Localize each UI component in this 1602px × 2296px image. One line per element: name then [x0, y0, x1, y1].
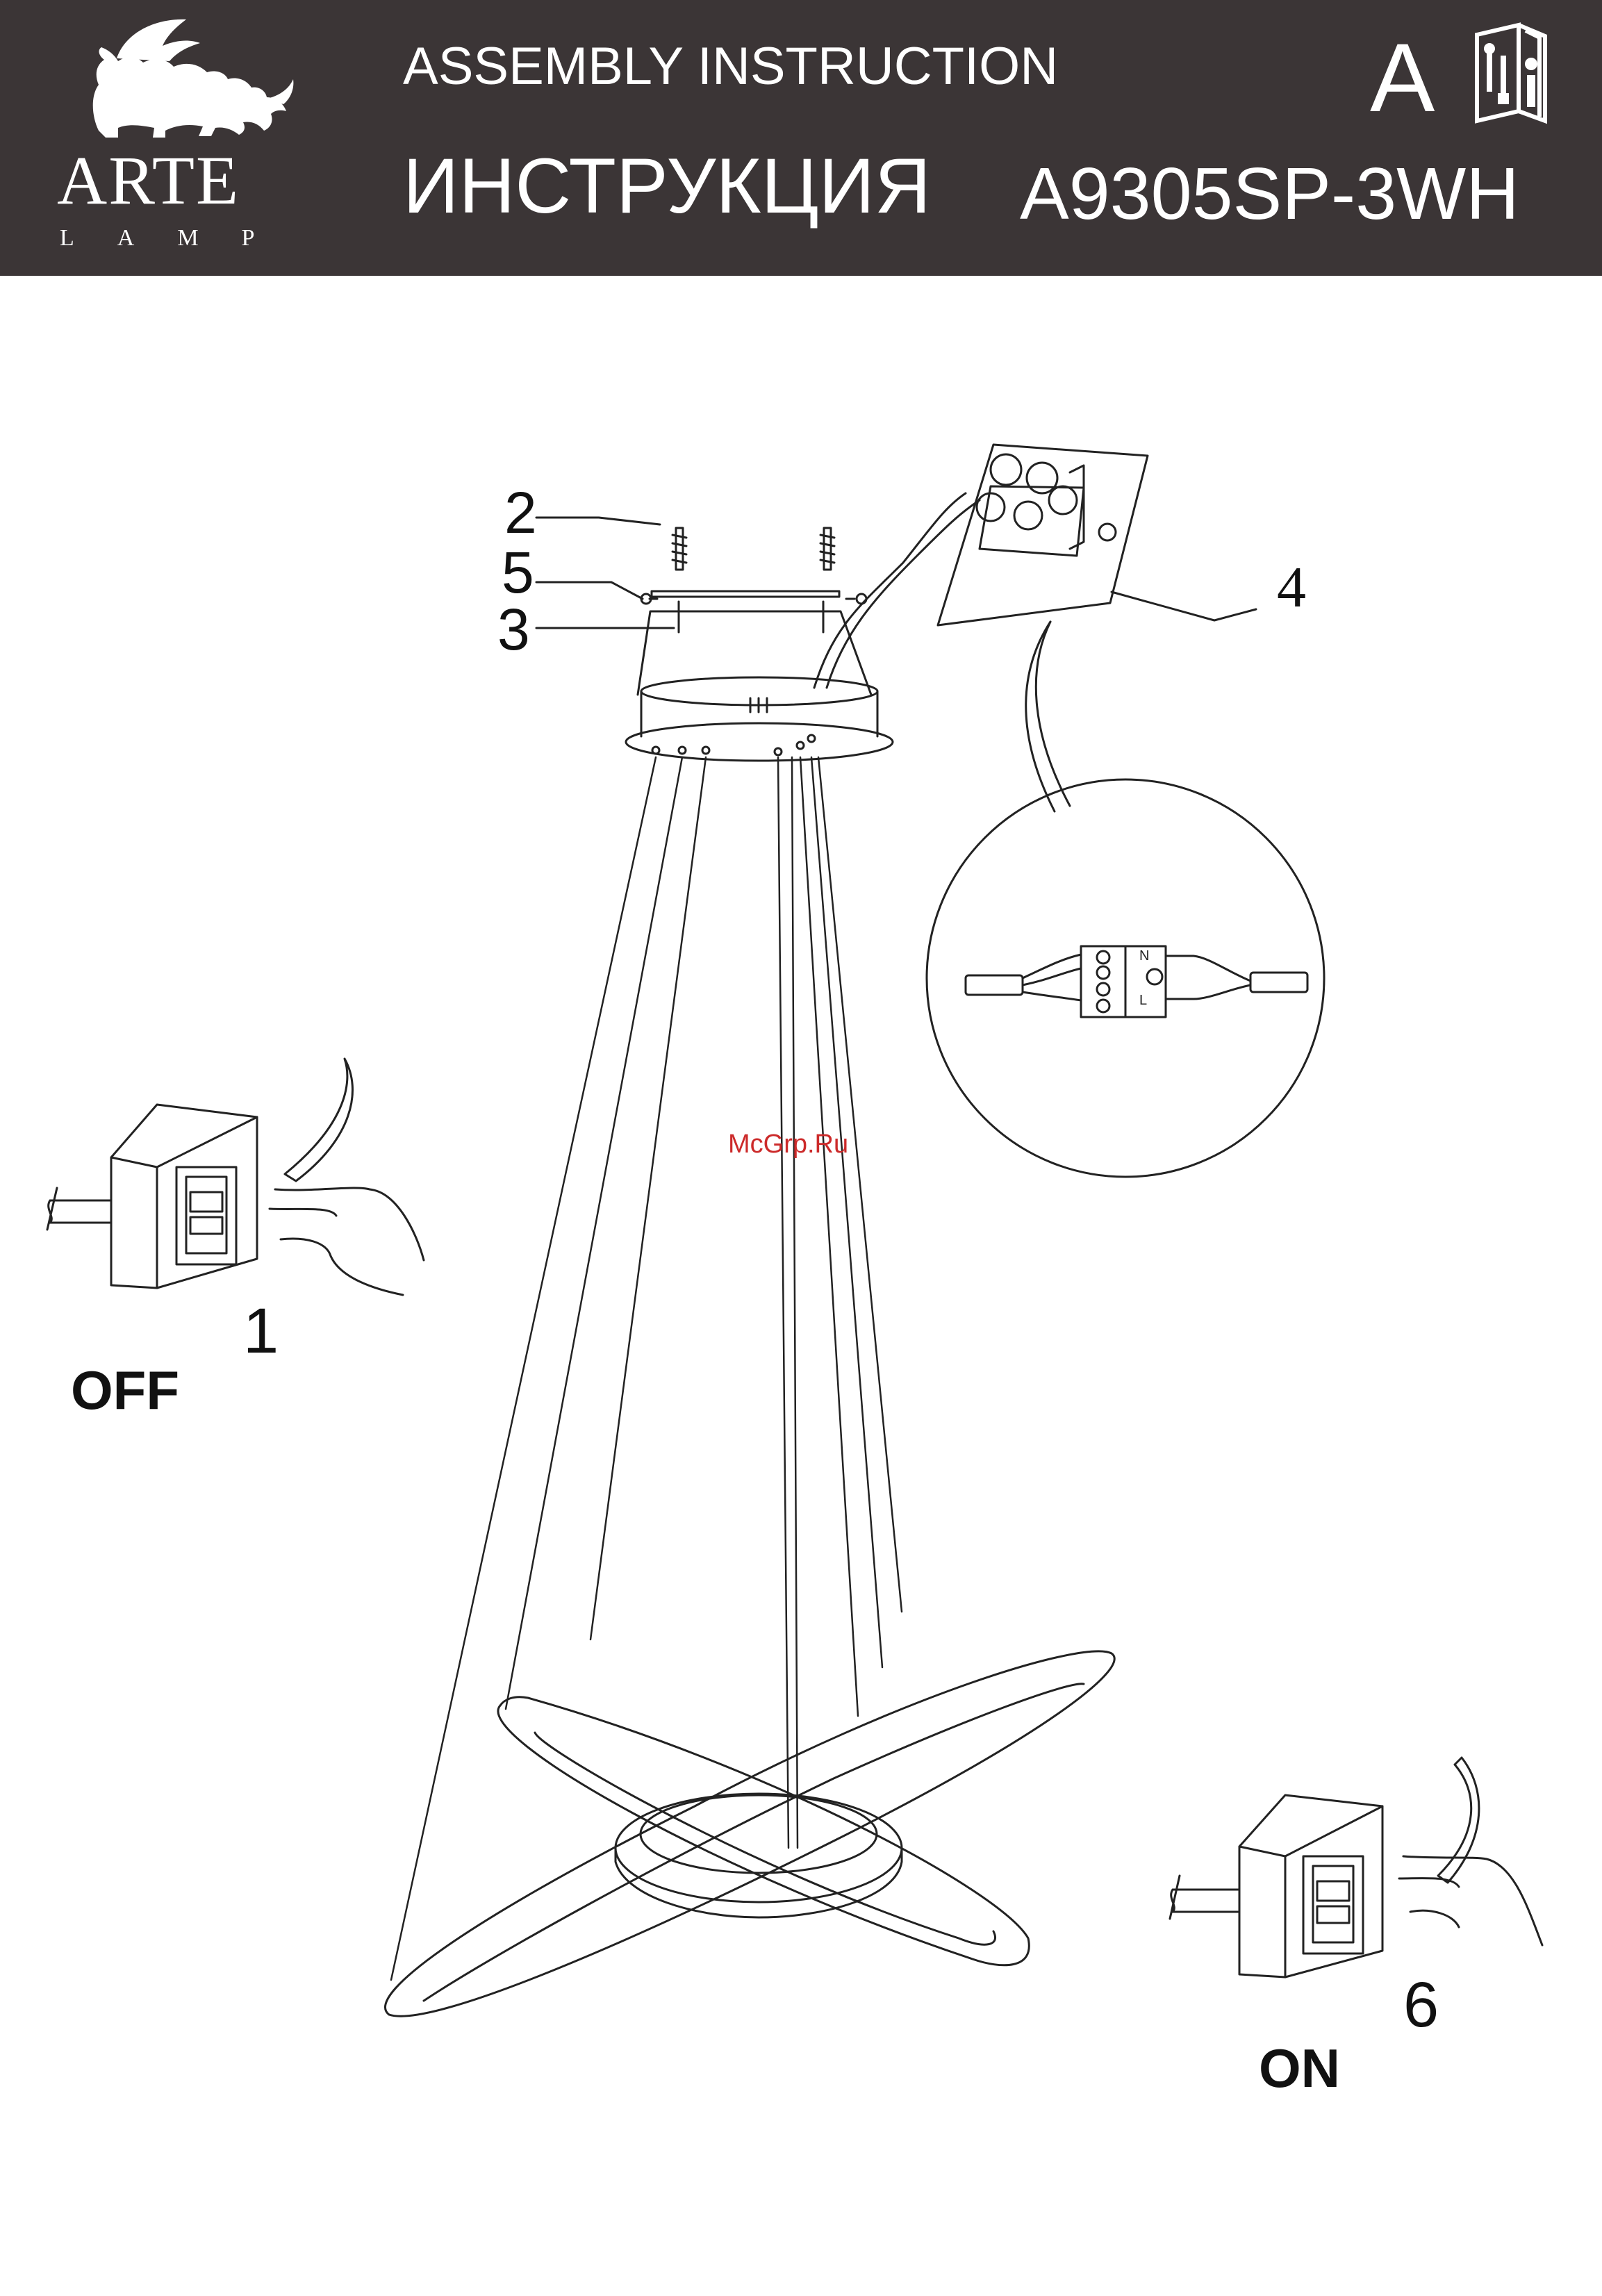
callout-5: 5 [502, 543, 534, 602]
callout-leaders [536, 518, 1256, 628]
canopy [626, 611, 893, 761]
callout-2: 2 [504, 484, 537, 542]
step-1-number: 1 [243, 1299, 279, 1363]
junction-box [938, 445, 1148, 625]
mounting-bracket [641, 528, 866, 632]
step-6-state: ON [1259, 2041, 1340, 2095]
callout-4: 4 [1277, 559, 1306, 617]
wall-switch-on-illustration [1170, 1758, 1542, 1977]
watermark: McGrp.Ru [728, 1131, 848, 1157]
connector-zoom [927, 622, 1324, 1177]
step-6-number: 6 [1403, 1973, 1439, 2037]
callout-3: 3 [497, 600, 530, 659]
connector-label-l: L [1139, 993, 1147, 1008]
wall-switch-off-illustration [47, 1059, 424, 1295]
connector-label-n: N [1139, 948, 1149, 964]
light-rings [385, 1651, 1114, 2016]
suspension-cables [391, 757, 902, 1980]
step-1-state: OFF [71, 1363, 179, 1417]
